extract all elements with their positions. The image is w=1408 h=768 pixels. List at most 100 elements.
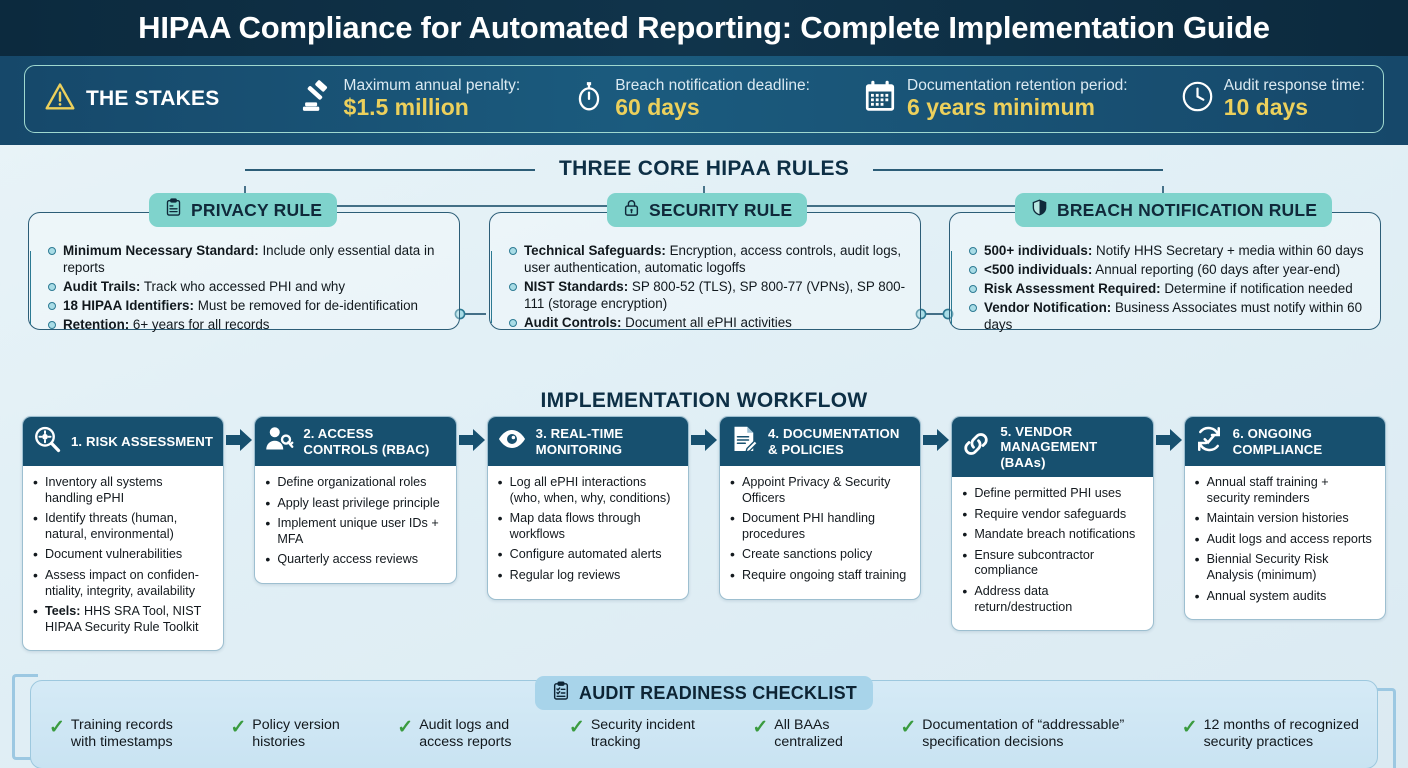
workflow-card-2[interactable]: 2. ACCESS CONTROLS (RBAC) Define organiz… <box>254 416 457 585</box>
check-icon: ✓ <box>568 717 585 738</box>
workflow-item: Annual staff training + security reminde… <box>1195 474 1375 506</box>
rule-term: Retention: <box>63 316 130 332</box>
clock-icon <box>1180 79 1215 119</box>
checklist-item: ✓ Policy version histories <box>230 717 339 751</box>
workflow-arrow-4 <box>921 416 951 454</box>
gavel-icon <box>298 78 335 120</box>
rule-desc: Encryption, access controls, audit logs,… <box>524 243 902 275</box>
rule-desc: Annual reporting (60 days after year-end… <box>1092 261 1341 277</box>
rule-term: Risk Assessment Required: <box>984 280 1161 296</box>
workflow-arrow-5 <box>1154 416 1184 454</box>
rule-item: Risk Assessment Required: Determine if n… <box>969 280 1368 298</box>
checklist-item-label: Security incident tracking <box>590 717 695 751</box>
workflow-item: Document PHI handling procedures <box>730 510 910 542</box>
workflow-card-6[interactable]: 6. ONGOING COMPLIANCE Annual staff train… <box>1183 416 1386 621</box>
stopwatch-icon <box>572 79 606 118</box>
rule-term: NIST Standards: <box>524 278 629 294</box>
workflow-card-list: Define permitted PHI uses Require vendor… <box>962 485 1142 615</box>
workflow-card-list: Inventory all systems handling ePHI Iden… <box>33 474 213 635</box>
rule-card-security: SECURITY RULE Technical Safeguards: Encr… <box>489 193 921 332</box>
breach-rule-pill: BREACH NOTIFICATION RULE <box>1015 193 1333 227</box>
workflow-item: Identify threats (human, natural, enviro… <box>33 510 213 542</box>
workflow-card-1[interactable]: 1. RISK ASSESSMENT Inventory all systems… <box>22 416 225 652</box>
workflow-arrow-3 <box>689 416 719 454</box>
workflow-heading: IMPLEMENTATION WORKFLOW <box>540 389 868 412</box>
workflow-heading-row: IMPLEMENTATION WORKFLOW <box>0 386 1408 416</box>
workflow-card-header: 5. VENDOR MANAGEMENT (BAAs) <box>952 417 1153 477</box>
rule-desc: 6+ years for all records <box>129 316 270 332</box>
eye-icon <box>497 424 527 459</box>
stake-retention: Documentation retention period: 6 years … <box>862 77 1128 120</box>
page-title: HIPAA Compliance for Automated Reporting… <box>138 10 1270 45</box>
check-icon: ✓ <box>900 717 917 738</box>
rule-desc: Document all ePHI activities <box>621 314 792 330</box>
checklist-section: AUDIT READINESS CHECKLIST ✓ Training rec… <box>0 666 1408 768</box>
rule-title: PRIVACY RULE <box>191 199 323 220</box>
checklist-item-label: Documentation of “addressable” specifica… <box>922 717 1125 751</box>
workflow-item: Annual system audits <box>1195 588 1375 605</box>
bracket-left-decoration <box>12 674 38 760</box>
checklist-box: AUDIT READINESS CHECKLIST ✓ Training rec… <box>30 676 1378 768</box>
check-icon: ✓ <box>752 717 769 738</box>
rule-item: NIST Standards: SP 800-52 (TLS), SP 800-… <box>509 278 908 313</box>
breach-rule-list: 500+ individuals: Notify HHS Secretary +… <box>950 243 1368 334</box>
security-rule-list: Technical Safeguards: Encryption, access… <box>490 243 908 332</box>
bracket-right-decoration <box>1370 688 1396 768</box>
workflow-card-list: Log all ePHI interactions (who, when, wh… <box>498 474 678 584</box>
calendar-icon <box>862 78 898 119</box>
checklist-item-label: Training records with timestamps <box>70 717 173 751</box>
shield-icon <box>1030 198 1049 222</box>
workflow-card-5[interactable]: 5. VENDOR MANAGEMENT (BAAs) Define permi… <box>951 416 1154 632</box>
rule-term: Audit Trails: <box>63 278 141 294</box>
workflow-item: Audit logs and access reports <box>1195 531 1375 548</box>
rule-item: 18 HIPAA Identifiers: Must be removed fo… <box>48 298 447 315</box>
rule-desc: Business Associates must notify within 6… <box>984 299 1363 332</box>
rule-title: SECURITY RULE <box>649 199 793 220</box>
checklist-item-label: Audit logs and access reports <box>419 717 512 751</box>
rule-item: <500 individuals: Annual reporting (60 d… <box>969 261 1368 279</box>
workflow-card-list: Define organizational roles Apply least … <box>265 474 445 568</box>
workflow-item: Biennial Security Risk Analysis (minimum… <box>1195 551 1375 583</box>
workflow-card-4[interactable]: 4. DOCUMENTATION & POLICIES Appoint Priv… <box>718 416 922 600</box>
workflow-item: Inventory all systems handling ePHI <box>33 474 213 506</box>
workflow-card-header: 3. REAL-TIME MONITORING <box>487 417 688 466</box>
stakes-title-group: THE STAKES <box>43 80 219 119</box>
workflow-item-desc: HHS SRA Tool, NIST HIPAA Security Rule T… <box>45 604 202 634</box>
document-pencil-icon <box>729 424 759 459</box>
rule-title: BREACH NOTIFICATION RULE <box>1057 199 1318 220</box>
stake-penalty: Maximum annual penalty: $1.5 million <box>298 77 520 120</box>
rule-desc: Track who accessed PHI and why <box>140 278 346 294</box>
workflow-item: Map data flows through workflows <box>498 510 678 542</box>
workflow-item: Define permitted PHI uses <box>962 485 1142 502</box>
workflow-card-list: Appoint Privacy & Security Officers Docu… <box>730 474 910 584</box>
privacy-rule-list: Minimum Necessary Standard: Include only… <box>29 243 447 333</box>
checklist-items: ✓ Training records with timestamps ✓ Pol… <box>49 717 1359 751</box>
checklist-title: AUDIT READINESS CHECKLIST <box>578 682 858 703</box>
checklist-item: ✓ Documentation of “addressable” specifi… <box>900 717 1124 751</box>
workflow-item: Log all ePHI interactions (who, when, wh… <box>498 474 678 506</box>
rule-term: Technical Safeguards: <box>524 243 666 258</box>
stake-audit-response: Audit response time: 10 days <box>1180 77 1365 120</box>
security-rule-pill: SECURITY RULE <box>607 193 808 227</box>
workflow-item: Require ongoing staff training <box>730 567 910 584</box>
workflow-card-title: 4. DOCUMENTATION & POLICIES <box>767 426 900 457</box>
warning-triangle-icon <box>43 80 77 119</box>
workflow-card-header: 6. ONGOING COMPLIANCE <box>1184 417 1385 466</box>
checklist-item: ✓ Audit logs and access reports <box>397 717 511 751</box>
workflow-item: Implement unique user IDs + MFA <box>265 515 445 547</box>
stake-breach-deadline: Breach notification deadline: 60 days <box>572 77 810 120</box>
workflow-card-3[interactable]: 3. REAL-TIME MONITORING Log all ePHI int… <box>486 416 689 600</box>
core-rules-heading-row: THREE CORE HIPAA RULES <box>0 152 1408 186</box>
rule-desc: SP 800-52 (TLS), SP 800-77 (VPNs), SP 80… <box>524 278 906 311</box>
rule-item: Vendor Notification: Business Associates… <box>969 299 1368 334</box>
rule-desc: Determine if notification needed <box>1160 280 1353 296</box>
stake-value: 60 days <box>615 93 700 120</box>
rule-item: Technical Safeguards: Encryption, access… <box>509 243 908 277</box>
rule-item: Audit Controls: Document all ePHI activi… <box>509 314 908 332</box>
workflow-arrow-1 <box>224 416 254 454</box>
workflow-card-header: 1. RISK ASSESSMENT <box>23 417 224 466</box>
checklist-pill: AUDIT READINESS CHECKLIST <box>534 676 874 710</box>
workflow-item: Maintain version histories <box>1195 510 1375 527</box>
rule-item: Minimum Necessary Standard: Include only… <box>48 243 447 277</box>
stakes-title: THE STAKES <box>86 87 220 110</box>
